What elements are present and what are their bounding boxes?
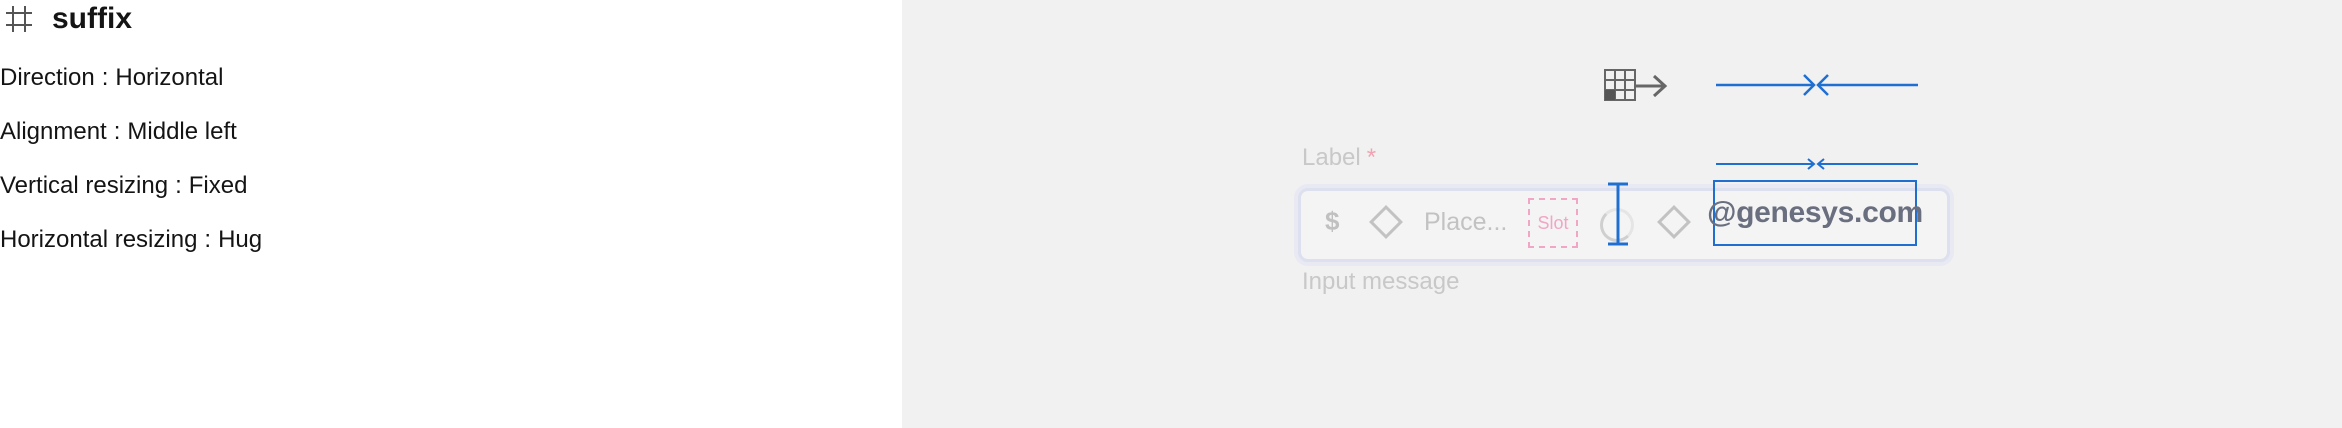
frame-icon: [6, 6, 32, 32]
property-value: Hug: [218, 226, 263, 253]
property-separator: :: [101, 64, 109, 91]
suffix-selection[interactable]: @genesys.com: [1707, 180, 1923, 246]
property-direction: Direction:Horizontal: [0, 64, 223, 92]
spec-header: suffix: [4, 0, 132, 38]
property-value: Horizontal: [115, 64, 224, 91]
slot-label: Slot: [1537, 212, 1569, 233]
required-mark: *: [1366, 144, 1377, 171]
spec-panel: suffix Direction:Horizontal Alignment:Mi…: [0, 0, 902, 428]
property-label: Direction: [0, 64, 95, 91]
text-cursor-icon: [1608, 182, 1628, 246]
prefix-text: $: [1325, 206, 1340, 236]
spec-title: suffix: [52, 2, 133, 35]
property-label: Vertical resizing: [0, 172, 169, 199]
slot-placeholder: Slot: [1528, 198, 1578, 248]
suffix-text: @genesys.com: [1707, 196, 1923, 229]
property-value: Middle left: [127, 118, 237, 145]
field-label-text: Label: [1302, 144, 1361, 171]
property-separator: :: [113, 118, 121, 145]
property-separator: :: [204, 226, 212, 253]
field-label: Label*: [1302, 144, 1376, 172]
property-alignment: Alignment:Middle left: [0, 118, 237, 146]
property-value: Fixed: [188, 172, 248, 199]
property-vertical-resizing: Vertical resizing:Fixed: [0, 172, 247, 200]
property-separator: :: [175, 172, 182, 199]
hug-contents-icon: [1716, 158, 1918, 170]
property-label: Alignment: [0, 118, 107, 145]
input-placeholder: Place...: [1424, 208, 1508, 236]
property-horizontal-resizing: Horizontal resizing:Hug: [0, 226, 262, 254]
property-label: Horizontal resizing: [0, 226, 198, 253]
auto-layout-horizontal-icon: [1604, 69, 1668, 101]
input-message: Input message: [1302, 268, 1460, 295]
hug-contents-icon: [1716, 74, 1918, 96]
